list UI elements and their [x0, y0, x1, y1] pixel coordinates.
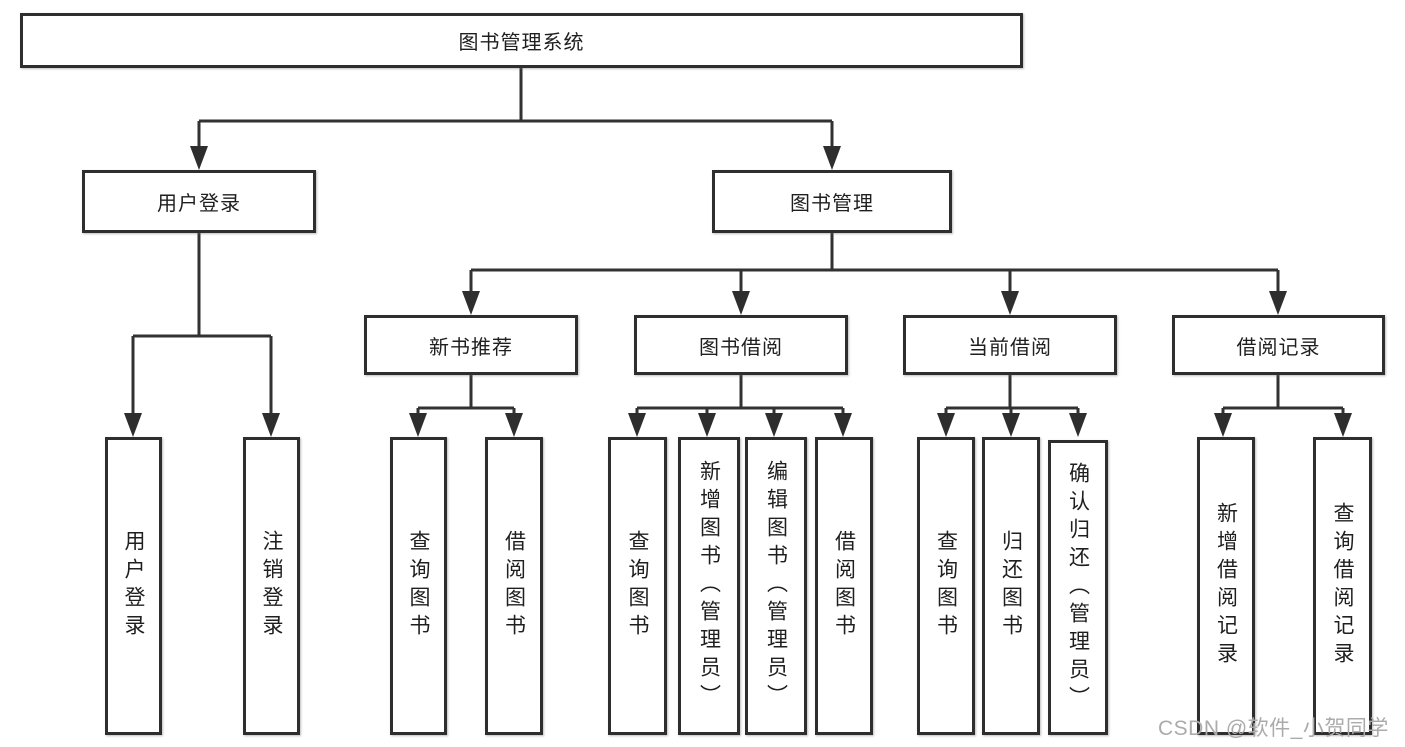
arrowhead-icon [628, 413, 646, 437]
connector-new-book-children [409, 373, 523, 437]
arrowhead-icon [505, 413, 523, 437]
arrowhead-icon [937, 413, 955, 437]
leaf-user-login: 用户登录 [105, 437, 162, 735]
arrowhead-icon [1002, 413, 1020, 437]
leaf-query-books-current: 查询图书 [917, 437, 975, 735]
leaf-label: 确认归还（管理员） [1066, 461, 1090, 714]
leaf-confirm-return-admin: 确认归还（管理员） [1048, 440, 1108, 735]
node-book-management: 图书管理 [712, 170, 952, 233]
leaf-borrow-books-recommend: 借阅图书 [485, 437, 543, 735]
leaf-logout: 注销登录 [243, 437, 300, 735]
node-label: 图书管理系统 [458, 32, 585, 54]
arrowhead-icon [190, 146, 208, 170]
connector-book-management-children [462, 231, 1287, 315]
leaf-label: 借阅图书 [502, 530, 526, 642]
node-label: 用户登录 [157, 193, 241, 215]
node-new-book-recommend: 新书推荐 [364, 315, 578, 375]
node-library-system: 图书管理系统 [20, 13, 1023, 68]
leaf-add-book-admin: 新增图书（管理员） [678, 437, 740, 735]
leaf-label: 查询图书 [407, 530, 430, 642]
arrowhead-icon [1001, 291, 1019, 315]
leaf-label: 新增借阅记录 [1214, 502, 1238, 670]
leaf-label: 查询图书 [626, 530, 649, 642]
arrowhead-icon [1334, 413, 1352, 437]
leaf-query-books-recommend: 查询图书 [390, 437, 447, 735]
arrowhead-icon [262, 413, 280, 437]
leaf-query-borrow-record: 查询借阅记录 [1313, 437, 1372, 735]
node-book-borrow: 图书借阅 [634, 315, 848, 375]
leaf-borrow-books: 借阅图书 [815, 437, 873, 735]
node-label: 当前借阅 [968, 336, 1052, 359]
node-current-borrow: 当前借阅 [903, 315, 1117, 375]
arrowhead-icon [124, 413, 142, 437]
node-label: 图书借阅 [699, 336, 783, 359]
leaf-label: 借阅图书 [832, 530, 856, 642]
leaf-add-borrow-record: 新增借阅记录 [1197, 437, 1255, 735]
leaf-return-books: 归还图书 [982, 437, 1040, 735]
leaf-label: 查询借阅记录 [1331, 502, 1354, 670]
leaf-label: 归还图书 [999, 530, 1023, 642]
arrowhead-icon [698, 413, 716, 437]
node-label: 新书推荐 [429, 336, 513, 359]
arrowhead-icon [834, 413, 852, 437]
node-user-login: 用户登录 [82, 170, 316, 233]
arrowhead-icon [462, 291, 480, 315]
leaf-label: 编辑图书（管理员） [764, 460, 788, 712]
node-label: 借阅记录 [1236, 336, 1321, 359]
leaf-label: 查询图书 [934, 530, 958, 642]
arrowhead-icon [732, 291, 750, 315]
arrowhead-icon [409, 413, 427, 437]
connector-current-borrow-children [937, 373, 1087, 437]
leaf-query-books-borrow: 查询图书 [608, 437, 667, 735]
node-label: 图书管理 [790, 193, 874, 215]
watermark: CSDN @软件_小贺同学 [1158, 717, 1389, 740]
leaf-label: 用户登录 [122, 530, 145, 642]
connector-user-login-children [124, 231, 280, 437]
connector-book-borrow-children [628, 373, 852, 437]
connector-root-to-level2 [190, 68, 841, 170]
leaf-edit-book-admin: 编辑图书（管理员） [745, 437, 807, 735]
leaf-label: 注销登录 [260, 530, 283, 642]
arrowhead-icon [1269, 291, 1287, 315]
connector-borrow-records-children [1214, 373, 1352, 437]
arrowhead-icon [765, 413, 783, 437]
arrowhead-icon [1214, 413, 1232, 437]
arrowhead-icon [823, 146, 841, 170]
arrowhead-icon [1069, 413, 1087, 437]
node-borrow-records: 借阅记录 [1172, 315, 1385, 375]
leaf-label: 新增图书（管理员） [697, 460, 721, 712]
